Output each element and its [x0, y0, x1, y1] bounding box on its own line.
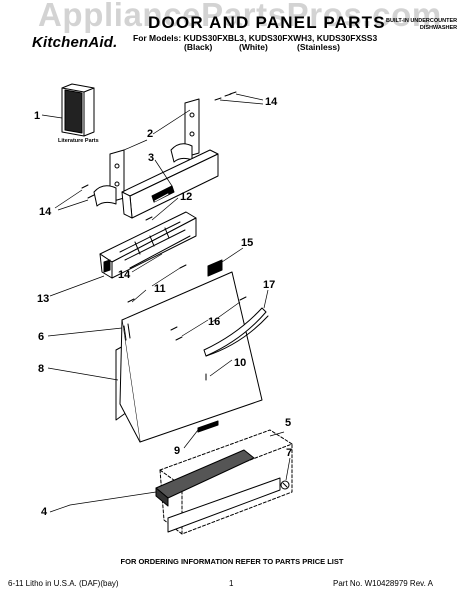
leader-7 [285, 457, 291, 481]
callout-15: 15 [241, 237, 253, 249]
leader-17 [263, 289, 269, 309]
parts-diagram: Literature Parts [34, 83, 293, 535]
callout-14-left: 14 [39, 206, 52, 218]
leader-14-mid [131, 253, 163, 273]
page-number: 1 [229, 579, 234, 588]
leader-2 [123, 109, 191, 151]
literature-parts-booklet [61, 83, 95, 137]
leader-12 [151, 197, 179, 221]
models-line: For Models: KUDS30FXBL3, KUDS30FXWH3, KU… [133, 33, 378, 43]
screw-marks [81, 91, 247, 381]
callout-13: 13 [37, 293, 49, 305]
literature-parts-label: Literature Parts [58, 138, 99, 144]
leader-6 [47, 327, 123, 337]
toe-kick-screw [280, 480, 290, 490]
control-panel-bar [121, 149, 219, 219]
callout-17: 17 [263, 279, 275, 291]
leader-5 [269, 431, 285, 437]
leader-8 [47, 367, 119, 381]
callout-3: 3 [148, 152, 154, 164]
leader-11 [131, 267, 181, 303]
part-number: Part No. W10428979 Rev. A [333, 579, 433, 588]
leader-14-top [219, 93, 264, 105]
callout-8: 8 [38, 363, 44, 375]
litho-info: 6-11 Litho in U.S.A. (DAF)(bay) [8, 579, 119, 588]
leader-15 [221, 247, 244, 263]
electronic-control-board [99, 211, 197, 279]
callout-2: 2 [147, 128, 153, 140]
outer-door-panel [119, 271, 263, 443]
callout-10: 10 [234, 357, 246, 369]
callout-5: 5 [285, 417, 291, 429]
callout-14-mid: 14 [118, 269, 131, 281]
callout-14-top: 14 [265, 96, 278, 108]
callout-12: 12 [180, 191, 192, 203]
brand-badge [197, 420, 219, 433]
callout-4: 4 [41, 506, 48, 518]
hinge-bracket-left [93, 149, 125, 207]
leader-4 [49, 491, 157, 513]
toe-kick-insulation [155, 449, 255, 507]
finish-label-black: (Black) [184, 42, 213, 52]
callout-6: 6 [38, 331, 44, 343]
leader-1 [41, 114, 63, 119]
leader-14-left [54, 189, 89, 211]
leader-9 [183, 429, 199, 449]
leader-10 [209, 359, 233, 377]
leader-13 [49, 275, 105, 297]
leader-3 [154, 159, 173, 187]
callout-11: 11 [154, 283, 166, 295]
ordering-note: FOR ORDERING INFORMATION REFER TO PARTS … [120, 557, 344, 566]
toe-kick-panel [167, 477, 281, 533]
callout-9: 9 [174, 445, 180, 457]
product-type-line-2: DISHWASHER [419, 25, 458, 31]
panel-clip [207, 259, 223, 277]
hinge-bracket-upper-right [170, 98, 200, 163]
brand-logo: KitchenAid. [32, 34, 118, 51]
callout-16: 16 [208, 316, 220, 328]
leader-16 [181, 301, 241, 337]
finish-label-stainless: (Stainless) [297, 42, 340, 52]
product-type-line-1: BUILT-IN UNDERCOUNTER [386, 18, 458, 24]
page-title: DOOR AND PANEL PARTS [148, 13, 386, 32]
door-handle [203, 307, 269, 357]
product-type: BUILT-IN UNDERCOUNTER DISHWASHER [386, 18, 457, 32]
callout-7: 7 [286, 447, 292, 459]
callout-1: 1 [34, 110, 40, 122]
finish-label-white: (White) [239, 42, 268, 52]
